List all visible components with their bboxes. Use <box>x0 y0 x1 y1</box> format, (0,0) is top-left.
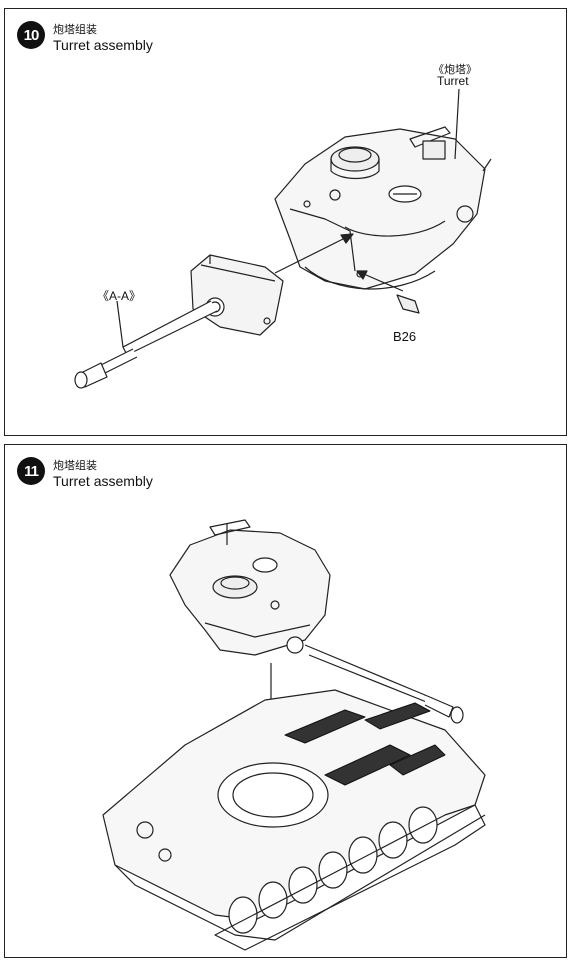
mg-mount <box>409 126 451 148</box>
turret-body <box>274 128 486 290</box>
part-b26-label: B26 <box>393 329 417 344</box>
mg-mount <box>209 519 251 536</box>
turret-callout-en: Turret <box>437 74 469 88</box>
step-11-illustration <box>102 519 486 951</box>
track <box>214 804 486 951</box>
turret-bottom-ring <box>304 266 436 290</box>
commander-cupola <box>330 146 380 172</box>
step-number-badge: 11 <box>17 457 45 485</box>
part-b26 <box>396 294 420 314</box>
step-title-en: Turret assembly <box>53 473 153 489</box>
commander-cupola <box>212 575 258 599</box>
step-10-panel: 10 炮塔组装 Turret assembly 《炮塔》 Turret 《A-A… <box>4 8 567 436</box>
turret-callout-cn: 《炮塔》 <box>433 64 477 76</box>
muzzle-brake <box>450 706 464 724</box>
gun-barrel <box>122 300 218 356</box>
step-title-cn: 炮塔组装 <box>53 24 97 36</box>
step-title-cn: 炮塔组装 <box>53 460 97 472</box>
step-title-en: Turret assembly <box>53 37 153 53</box>
step-10-illustration <box>74 88 492 389</box>
step-number-badge: 10 <box>17 21 45 49</box>
loader-hatch <box>252 557 278 573</box>
gun-subassembly-callout: 《A-A》 <box>97 289 142 303</box>
engine-deck-grille <box>284 702 446 786</box>
road-wheels <box>228 806 438 934</box>
step-11-panel: 11 炮塔组装 Turret assembly <box>4 444 567 958</box>
